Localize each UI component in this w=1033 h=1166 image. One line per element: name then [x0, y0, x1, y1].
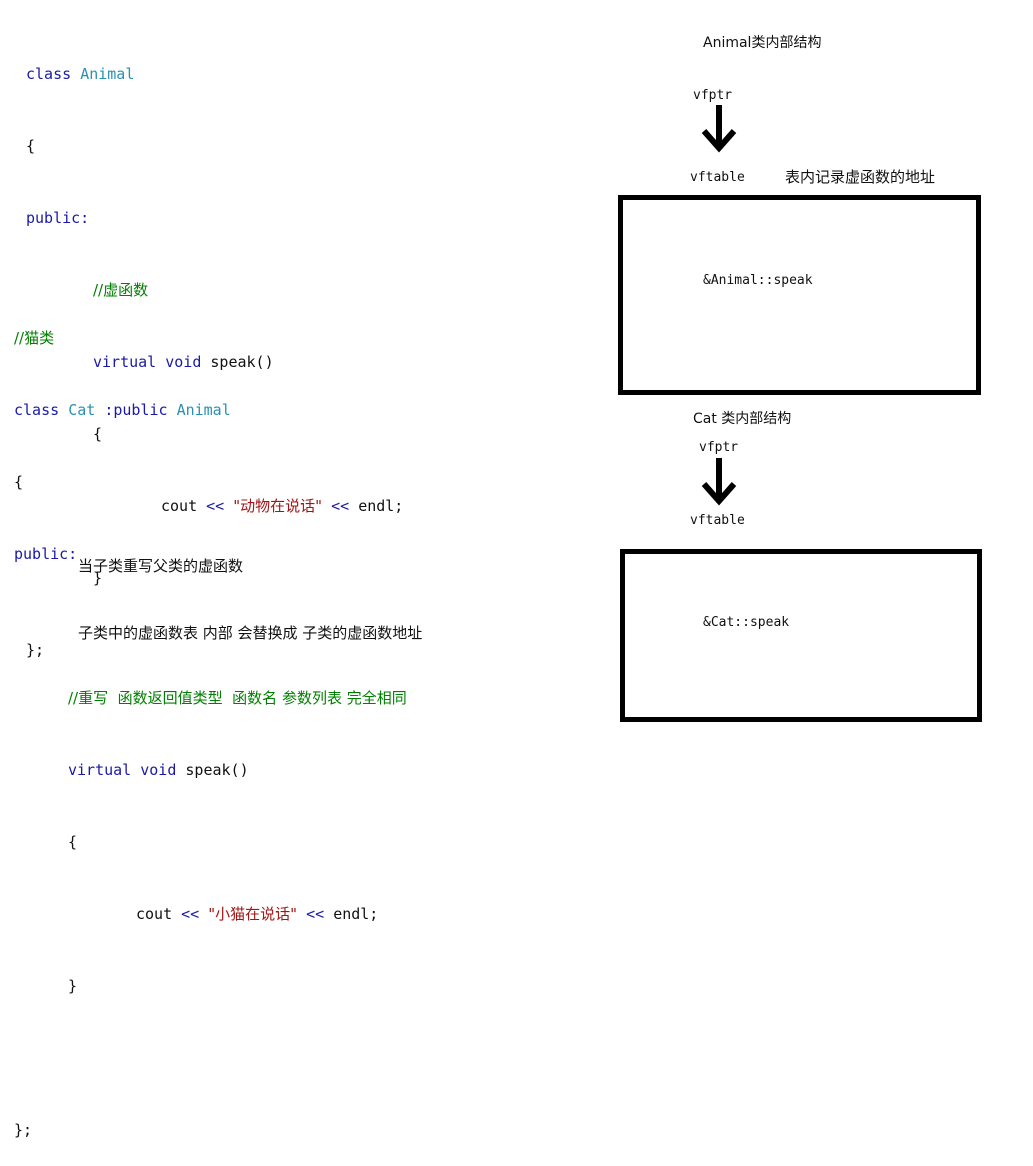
cat-vftable-label: vftable — [690, 513, 745, 528]
note-override-vfunc: 当子类重写父类的虚函数 — [78, 557, 244, 575]
vftable-note: 表内记录虚函数的地址 — [785, 168, 936, 186]
animal-struct-title: Animal类内部结构 — [703, 35, 822, 51]
string-literal: "小猫在说话" — [208, 905, 298, 923]
keyword-virtual: virtual — [93, 353, 157, 371]
code-line: cout << "动物在说话" << endl; — [26, 494, 403, 518]
cat-speak-entry: &Cat::speak — [703, 615, 790, 630]
code-line: //虚函数 — [26, 278, 403, 302]
code-line: //猫类 — [14, 326, 407, 350]
code-line: { — [14, 470, 407, 494]
cout: cout — [161, 497, 198, 515]
brace-open: { — [68, 833, 78, 851]
code-line: public: — [14, 542, 407, 566]
base-class-animal: Animal — [176, 401, 231, 419]
cout: cout — [136, 905, 173, 923]
brace-open: { — [26, 137, 36, 155]
animal-class-code: class Animal { public: //虚函数 virtual voi… — [26, 14, 403, 686]
code-line: { — [26, 134, 403, 158]
arrow-down-icon — [701, 458, 737, 506]
method-speak: speak() — [210, 353, 274, 371]
code-line: class Cat :public Animal — [14, 398, 407, 422]
animal-vftable-box: &Animal::speak — [618, 195, 981, 395]
keyword-void: void — [165, 353, 202, 371]
class-end: }; — [14, 1121, 33, 1139]
keyword-virtual: virtual — [68, 761, 132, 779]
arrow-down-icon — [701, 105, 737, 153]
cat-vfptr-label: vfptr — [699, 440, 739, 455]
endl: endl; — [333, 905, 379, 923]
keyword-void: void — [140, 761, 177, 779]
brace-close: } — [68, 977, 78, 995]
comment-cat-class: //猫类 — [14, 329, 55, 347]
string-literal: "动物在说话" — [233, 497, 323, 515]
class-name-animal: Animal — [80, 65, 135, 83]
code-line: //重写 函数返回值类型 函数名 参数列表 完全相同 — [14, 686, 407, 710]
code-line: } — [14, 974, 407, 998]
access-public: public: — [14, 545, 78, 563]
brace-close: } — [93, 569, 103, 587]
animal-vftable-label: vftable — [690, 170, 745, 185]
cat-vftable-box: &Cat::speak — [620, 549, 982, 722]
stream-operator: << — [206, 497, 225, 515]
code-line: } — [26, 566, 403, 590]
class-end: }; — [26, 641, 45, 659]
class-name-cat: Cat — [68, 401, 96, 419]
code-line: { — [26, 422, 403, 446]
brace-open: { — [93, 425, 103, 443]
stream-operator: << — [306, 905, 325, 923]
code-line: }; — [14, 1118, 407, 1142]
comment-override: //重写 函数返回值类型 函数名 参数列表 完全相同 — [68, 689, 407, 707]
code-line: { — [14, 830, 407, 854]
endl: endl; — [358, 497, 404, 515]
inherit-public: :public — [104, 401, 168, 419]
code-line: virtual void speak() — [26, 350, 403, 374]
code-line: public: — [26, 206, 403, 230]
code-line: }; — [26, 638, 403, 662]
keyword-class: class — [14, 401, 60, 419]
cat-class-code: //猫类 class Cat :public Animal { public: … — [14, 278, 407, 1166]
note-vtable-replaced: 子类中的虚函数表 内部 会替换成 子类的虚函数地址 — [78, 624, 423, 642]
animal-speak-entry: &Animal::speak — [703, 273, 813, 288]
method-speak: speak() — [185, 761, 249, 779]
code-line: class Animal — [26, 62, 403, 86]
code-line — [14, 1046, 407, 1070]
stream-operator: << — [181, 905, 200, 923]
code-line: virtual void speak() — [14, 758, 407, 782]
cat-struct-title: Cat 类内部结构 — [693, 411, 792, 427]
keyword-class: class — [26, 65, 72, 83]
access-public: public: — [26, 209, 90, 227]
comment-virtual-function: //虚函数 — [93, 281, 149, 299]
stream-operator: << — [331, 497, 350, 515]
brace-open: { — [14, 473, 24, 491]
code-line: cout << "小猫在说话" << endl; — [14, 902, 407, 926]
animal-vfptr-label: vfptr — [693, 88, 733, 103]
